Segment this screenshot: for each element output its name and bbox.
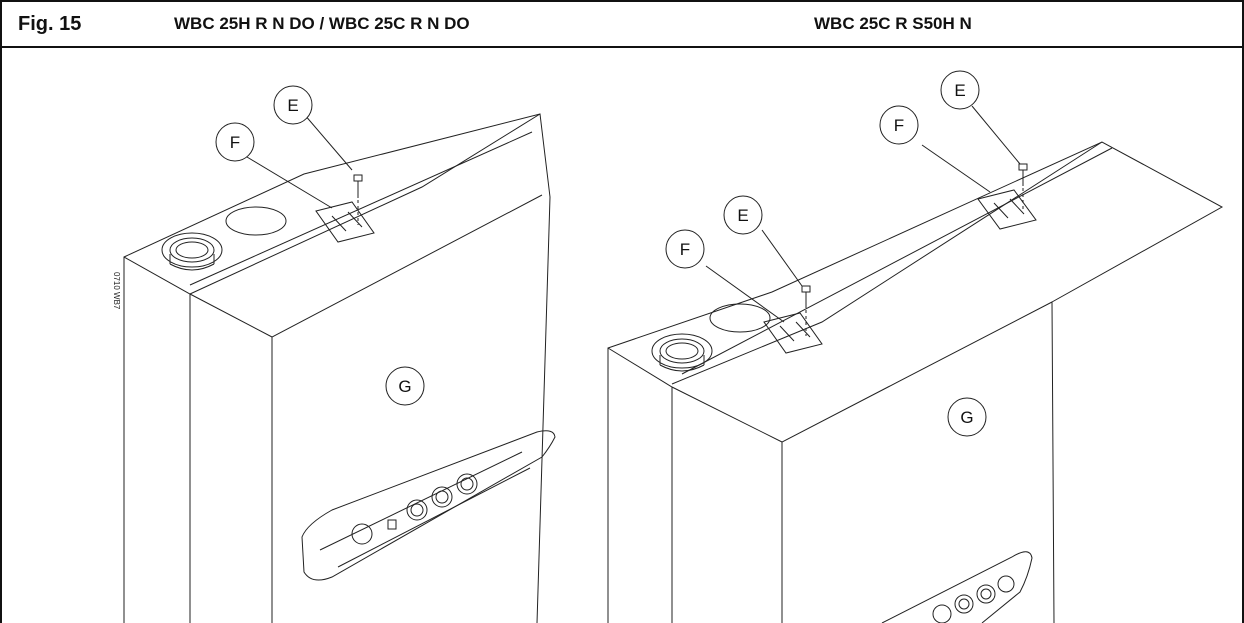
figure-label: Fig. 15 xyxy=(18,13,82,35)
title-right-model: WBC 25C R S50H N xyxy=(814,14,972,33)
svg-text:E: E xyxy=(287,96,298,115)
callout-f-right-front: F xyxy=(665,229,705,269)
left-bracket-f xyxy=(315,201,375,243)
left-air-inlet-circle xyxy=(225,206,287,236)
left-screw-e xyxy=(353,174,363,225)
callout-e-right-rear: E xyxy=(940,70,980,110)
svg-text:F: F xyxy=(894,116,904,135)
svg-text:G: G xyxy=(398,377,411,396)
right-bracket-f-rear xyxy=(977,189,1037,230)
title-left-models: WBC 25H R N DO / WBC 25C R N DO xyxy=(174,14,470,33)
callout-f-right-rear: F xyxy=(879,105,919,145)
side-code-label: 0710 WB7 xyxy=(112,272,121,310)
right-bracket-f-front xyxy=(763,312,823,354)
callout-f-left: F xyxy=(215,122,255,162)
callout-g-right: G xyxy=(947,397,987,437)
svg-text:E: E xyxy=(954,81,965,100)
right-flue-outlet xyxy=(651,333,713,372)
right-boiler-casing xyxy=(607,141,1224,623)
right-control-panel xyxy=(881,551,1033,623)
callout-e-right-front: E xyxy=(723,195,763,235)
left-flue-outlet xyxy=(161,232,223,271)
svg-text:G: G xyxy=(960,408,973,427)
right-screw-e-rear xyxy=(1018,163,1028,212)
svg-text:E: E xyxy=(737,206,748,225)
right-air-inlet-circle xyxy=(709,303,771,333)
callout-e-left: E xyxy=(273,85,313,125)
left-control-panel xyxy=(301,430,556,581)
right-screw-e-front xyxy=(801,285,811,336)
left-leaders xyxy=(246,113,353,209)
callout-g-left: G xyxy=(385,366,425,406)
right-leaders xyxy=(705,105,1021,323)
svg-text:F: F xyxy=(680,240,690,259)
figure-header: Fig. 15 WBC 25H R N DO / WBC 25C R N DO … xyxy=(2,2,1242,48)
svg-text:F: F xyxy=(230,133,240,152)
left-boiler-casing xyxy=(123,113,551,623)
